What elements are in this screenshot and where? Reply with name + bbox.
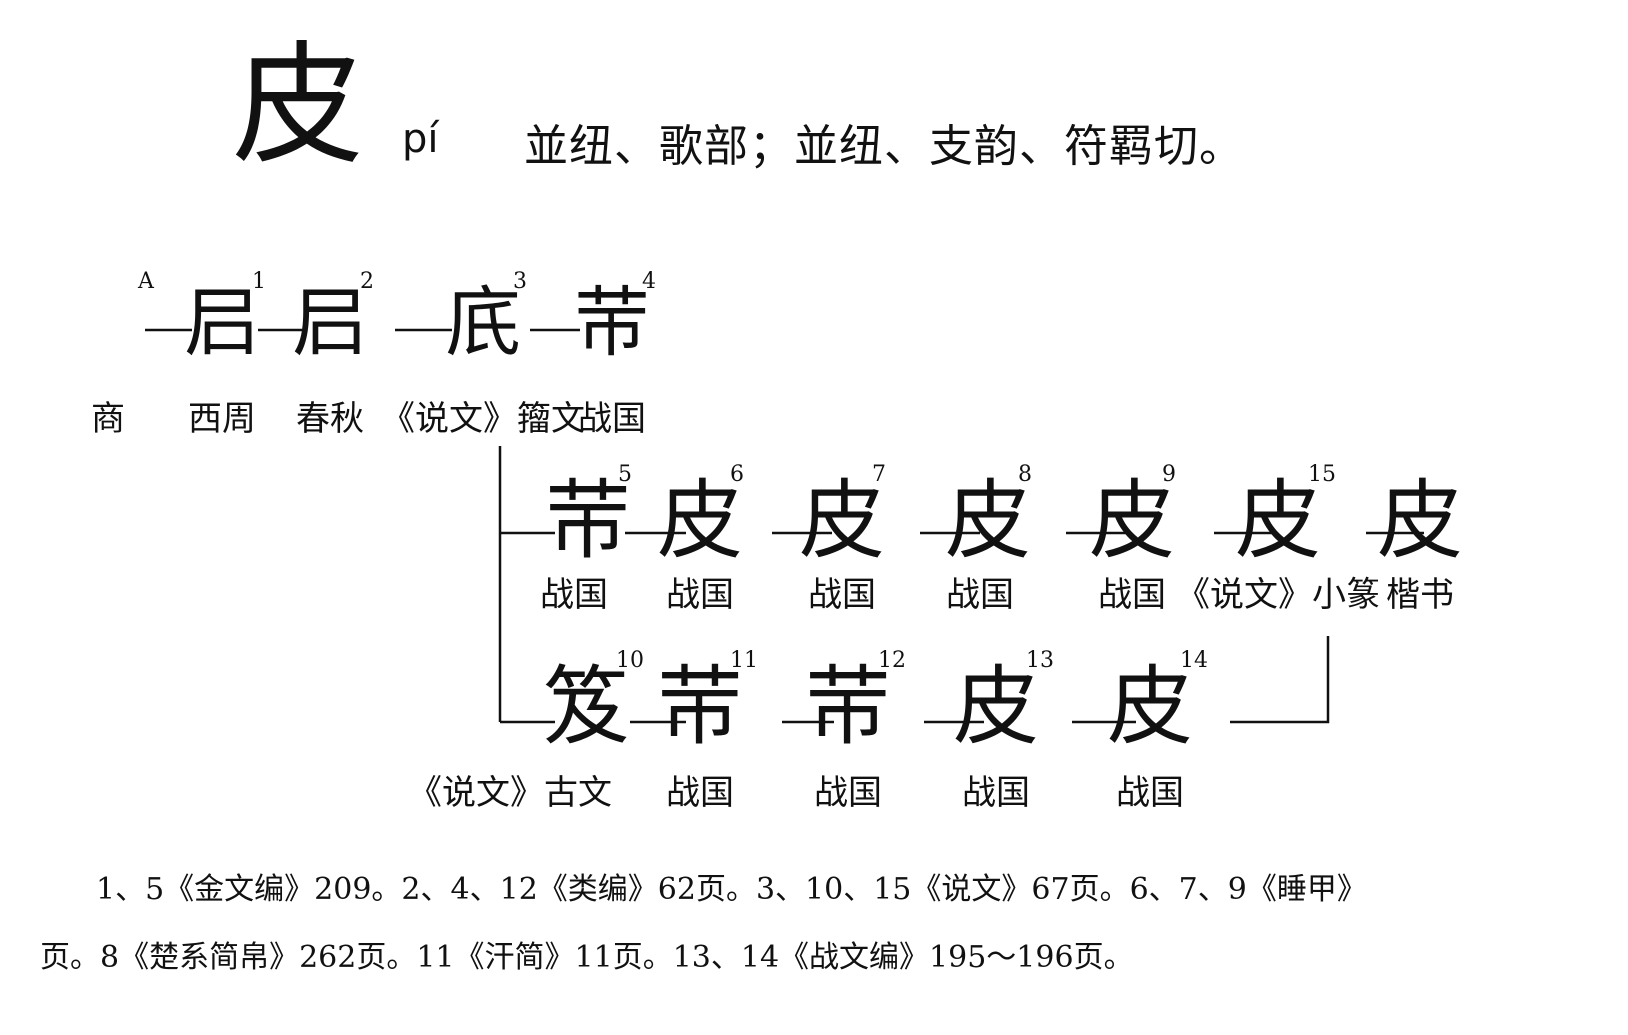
- period-label: 战国: [540, 578, 608, 612]
- source-index-number: 8: [1018, 464, 1032, 486]
- source-index-number: A: [138, 271, 154, 293]
- period-label: 战国: [1116, 776, 1184, 810]
- period-label: 战国: [666, 578, 734, 612]
- source-index-number: 9: [1162, 464, 1176, 486]
- source-index-number: 14: [1180, 650, 1208, 672]
- source-index-number: 1: [252, 271, 266, 293]
- script-form-glyph: 皮: [657, 478, 743, 564]
- script-form-glyph: 皮: [1235, 478, 1321, 564]
- source-index-number: 7: [872, 464, 886, 486]
- source-index-number: 11: [730, 650, 758, 672]
- period-label: 商: [91, 402, 125, 436]
- script-form-glyph: 㡳: [445, 285, 521, 361]
- footnote-line: 页。8《楚系简帛》262页。11《汗简》11页。13、14《战文编》195～19…: [40, 940, 1134, 976]
- source-index-number: 5: [618, 464, 632, 486]
- footnote-line: 1、5《金文编》209。2、4、12《类编》62页。3、10、15《说文》67页…: [96, 872, 1367, 908]
- period-label: 战国: [578, 402, 646, 436]
- script-form-glyph: 𡰪: [184, 285, 260, 361]
- period-label: 西周: [188, 402, 256, 436]
- source-index-number: 3: [513, 271, 527, 293]
- script-form-glyph: 皮: [799, 478, 885, 564]
- script-form-glyph: 皮: [1377, 478, 1463, 564]
- script-form-glyph: 笈: [543, 664, 629, 750]
- period-label: 战国: [814, 776, 882, 810]
- source-index-number: 2: [360, 271, 374, 293]
- source-index-number: 15: [1308, 464, 1336, 486]
- source-index-number: 6: [730, 464, 744, 486]
- period-label: 《说文》小篆: [1176, 578, 1380, 612]
- source-index-number: 4: [642, 271, 656, 293]
- period-label: 春秋: [296, 402, 364, 436]
- script-form-glyph: 皮: [945, 478, 1031, 564]
- period-label: 战国: [808, 578, 876, 612]
- script-form-glyph: 皮: [953, 664, 1039, 750]
- period-label: 楷书: [1386, 578, 1454, 612]
- script-form-glyph: 皮: [1107, 664, 1193, 750]
- period-label: 战国: [962, 776, 1030, 810]
- period-label: 战国: [666, 776, 734, 810]
- source-index-number: 10: [616, 650, 644, 672]
- script-form-glyph: 䒥: [574, 285, 650, 361]
- script-form-glyph: 皮: [1089, 478, 1175, 564]
- period-label: 《说文》籀文: [381, 402, 585, 436]
- script-form-glyph: 䒥: [805, 664, 891, 750]
- script-form-glyph: 䒥: [657, 664, 743, 750]
- script-form-glyph: 䒥: [545, 478, 631, 564]
- bracket-line: [1230, 636, 1328, 722]
- source-index-number: 13: [1026, 650, 1054, 672]
- period-label: 战国: [1098, 578, 1166, 612]
- source-index-number: 12: [878, 650, 906, 672]
- period-label: 《说文》古文: [408, 776, 612, 810]
- script-form-glyph: 𡰪: [292, 285, 368, 361]
- period-label: 战国: [946, 578, 1014, 612]
